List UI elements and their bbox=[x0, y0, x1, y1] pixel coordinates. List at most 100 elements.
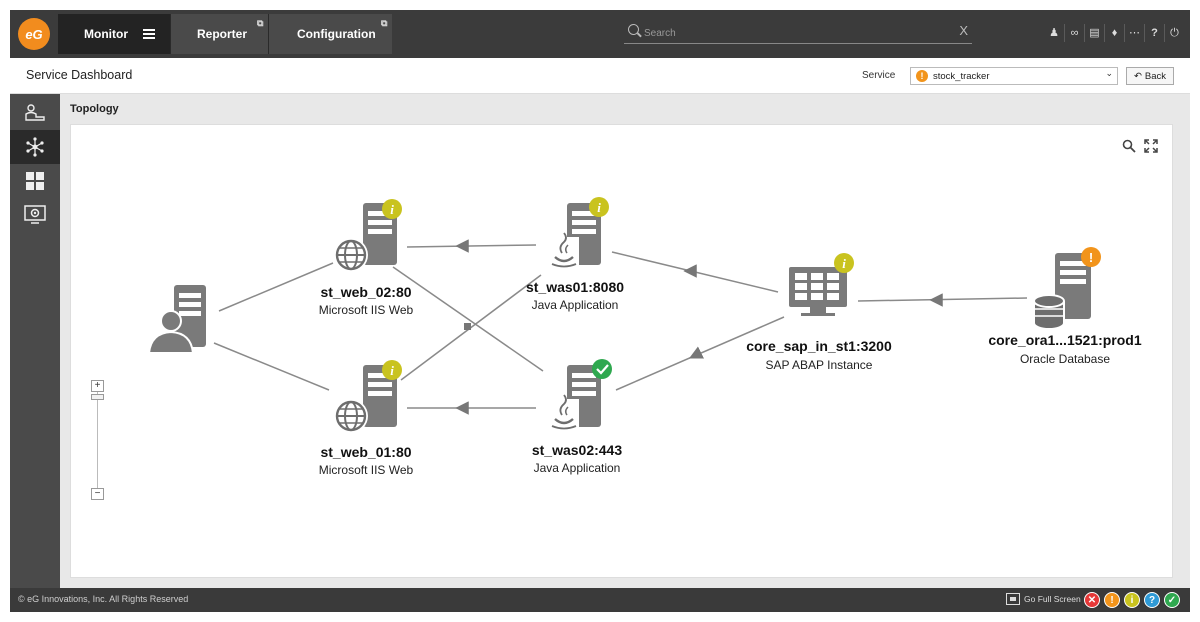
user-icon[interactable]: ♟ bbox=[1049, 27, 1059, 39]
node-core-ora[interactable]: ! core_ora1...1521:prod1 Oracle Database bbox=[988, 247, 1142, 366]
zoom-search-icon[interactable] bbox=[1122, 139, 1136, 153]
node-st-was01[interactable]: i st_was01:8080 Java Application bbox=[526, 197, 624, 312]
info-badge-icon bbox=[834, 253, 854, 273]
back-button[interactable]: ↶ Back bbox=[1126, 67, 1174, 85]
go-full-screen-button[interactable]: Go Full Screen bbox=[1006, 593, 1081, 605]
edge-sap-was01 bbox=[611, 251, 779, 293]
node-st-web-02[interactable]: i st_web_02:80 Microsoft IIS Web bbox=[319, 199, 414, 317]
back-arrow-icon: ↶ bbox=[1133, 70, 1142, 82]
global-search: X bbox=[624, 22, 972, 44]
unknown-status-icon[interactable]: ? bbox=[1144, 592, 1160, 608]
tab-reporter-label: Reporter bbox=[197, 27, 248, 41]
node-name: st_web_01:80 bbox=[320, 444, 411, 460]
edge-user-web01 bbox=[213, 342, 330, 391]
node-type: SAP ABAP Instance bbox=[766, 358, 873, 372]
rail-item-topology[interactable] bbox=[10, 130, 60, 164]
svg-text:!: ! bbox=[1089, 250, 1093, 265]
alarm-status-filters: ✕ ! i ? ✓ bbox=[1084, 592, 1180, 608]
tab-configuration[interactable]: Configuration ⧉ bbox=[268, 14, 392, 54]
zoom-handle[interactable] bbox=[91, 394, 104, 400]
eg-logo[interactable]: eG bbox=[18, 18, 50, 50]
warning-icon: ! bbox=[916, 70, 928, 82]
topology-graph: i st_web_02:80 Microsoft IIS Web bbox=[147, 197, 1142, 477]
ok-badge-icon bbox=[592, 359, 612, 379]
node-type: Microsoft IIS Web bbox=[319, 303, 414, 317]
footer: © eG Innovations, Inc. All Rights Reserv… bbox=[10, 588, 1190, 612]
svg-text:i: i bbox=[842, 256, 846, 271]
rail-item-monitor-settings[interactable] bbox=[10, 198, 60, 232]
zoom-track[interactable] bbox=[97, 392, 98, 490]
edge-was01-web02 bbox=[406, 244, 537, 248]
normal-status-icon[interactable]: ✓ bbox=[1164, 592, 1180, 608]
minor-status-icon[interactable]: i bbox=[1124, 592, 1140, 608]
node-name: st_was02:443 bbox=[532, 442, 623, 458]
node-st-web-01[interactable]: i st_web_01:80 Microsoft IIS Web bbox=[319, 360, 414, 477]
chart-icon[interactable]: ▤ bbox=[1084, 24, 1104, 42]
node-st-was02[interactable]: st_was02:443 Java Application bbox=[532, 359, 623, 475]
search-input[interactable] bbox=[644, 24, 944, 42]
top-navigation-bar: eG Monitor Reporter ⧉ Configuration ⧉ X … bbox=[10, 10, 1190, 58]
go-full-screen-label: Go Full Screen bbox=[1024, 594, 1081, 604]
power-icon[interactable]: ⏻ bbox=[1164, 24, 1184, 42]
node-name: core_sap_in_st1:3200 bbox=[746, 338, 892, 354]
edge-ora-sap bbox=[857, 297, 1028, 302]
node-type: Oracle Database bbox=[1020, 352, 1110, 366]
service-select-value: stock_tracker bbox=[933, 71, 990, 82]
svg-text:i: i bbox=[390, 202, 394, 217]
zoom-slider[interactable]: + − bbox=[91, 380, 105, 502]
bell-icon[interactable]: ♦ bbox=[1104, 24, 1124, 42]
main-content: Topology + − bbox=[60, 94, 1190, 588]
node-type: Microsoft IIS Web bbox=[319, 463, 414, 477]
monitor-settings-icon bbox=[24, 205, 46, 224]
hamburger-menu-icon[interactable] bbox=[143, 29, 155, 39]
user-desk-icon bbox=[25, 104, 45, 121]
dashboard-grid-icon bbox=[26, 172, 44, 190]
tab-configuration-label: Configuration bbox=[297, 27, 376, 41]
node-name: st_was01:8080 bbox=[526, 279, 624, 295]
page-title: Service Dashboard bbox=[26, 68, 133, 82]
search-icon bbox=[628, 24, 639, 35]
section-title: Topology bbox=[70, 103, 119, 115]
service-select[interactable]: ! stock_tracker ⌄ bbox=[910, 67, 1118, 85]
svg-text:i: i bbox=[597, 200, 601, 215]
external-link-icon: ⧉ bbox=[257, 18, 264, 28]
node-client-user[interactable] bbox=[147, 285, 206, 354]
top-icon-toolbar: ♟ ∞ ▤ ♦ ⋯ ? ⏻ bbox=[1044, 24, 1184, 42]
expand-icon[interactable] bbox=[1144, 139, 1158, 153]
major-status-icon[interactable]: ! bbox=[1104, 592, 1120, 608]
external-link-icon: ⧉ bbox=[381, 18, 388, 28]
link-icon[interactable]: ∞ bbox=[1064, 24, 1084, 42]
tab-monitor[interactable]: Monitor bbox=[58, 14, 170, 54]
zoom-in-button[interactable]: + bbox=[91, 380, 104, 392]
info-badge-icon bbox=[382, 199, 402, 219]
info-badge-icon bbox=[382, 360, 402, 380]
copyright-text: © eG Innovations, Inc. All Rights Reserv… bbox=[18, 594, 189, 604]
arrow-sap-was02 bbox=[688, 346, 705, 359]
clear-search-icon[interactable]: X bbox=[959, 23, 968, 38]
tab-reporter[interactable]: Reporter ⧉ bbox=[170, 14, 268, 54]
rail-item-dashboard[interactable] bbox=[10, 164, 60, 198]
rail-item-user-desk[interactable] bbox=[10, 96, 60, 130]
more-icon[interactable]: ⋯ bbox=[1124, 24, 1144, 42]
topology-icon bbox=[26, 137, 44, 157]
service-label: Service bbox=[862, 70, 896, 81]
node-core-sap[interactable]: i core_sap_in_st1:3200 SAP ABAP Instance bbox=[746, 253, 892, 372]
svg-text:i: i bbox=[390, 363, 394, 378]
back-button-label: Back bbox=[1144, 70, 1167, 82]
node-name: st_web_02:80 bbox=[320, 284, 411, 300]
app-frame: eG Monitor Reporter ⧉ Configuration ⧉ X … bbox=[10, 10, 1190, 612]
critical-status-icon[interactable]: ✕ bbox=[1084, 592, 1100, 608]
edge-web02-was02 bbox=[392, 266, 544, 372]
warning-badge-icon bbox=[1081, 247, 1101, 267]
node-type: Java Application bbox=[534, 461, 621, 475]
help-icon[interactable]: ? bbox=[1144, 24, 1164, 42]
topology-canvas[interactable]: + − bbox=[70, 124, 1173, 578]
page-header: Service Dashboard Service ! stock_tracke… bbox=[10, 58, 1190, 94]
tab-monitor-label: Monitor bbox=[84, 27, 128, 41]
chevron-down-icon: ⌄ bbox=[1105, 68, 1113, 78]
left-rail bbox=[10, 94, 60, 588]
edge-user-web02 bbox=[218, 262, 334, 312]
fullscreen-icon bbox=[1006, 593, 1020, 605]
zoom-out-button[interactable]: − bbox=[91, 488, 104, 500]
info-badge-icon bbox=[589, 197, 609, 217]
